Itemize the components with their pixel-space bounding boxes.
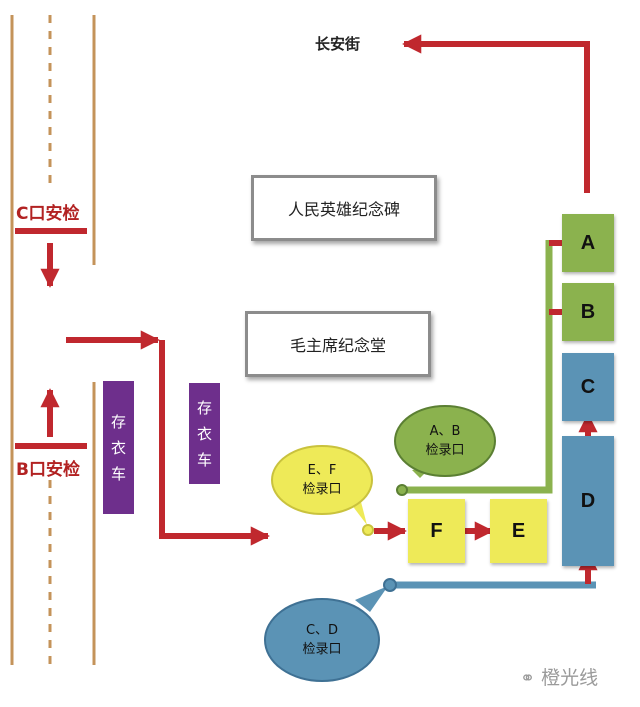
cloakroom-right-char: 车 xyxy=(196,450,212,469)
bubble-ef-line: E、F xyxy=(307,463,337,478)
cloakroom-left-char: 衣 xyxy=(110,438,126,457)
entrance-c: C xyxy=(562,353,614,421)
street-label: 长安街 xyxy=(315,35,361,53)
bubble-ef-text: E、F 检录口 xyxy=(277,461,367,499)
entrance-d: D xyxy=(562,436,614,566)
bubble-ab-text: A、B 检录口 xyxy=(400,422,490,460)
bubble-cd-line: C、D xyxy=(305,623,339,638)
entrance-b: B xyxy=(562,283,614,341)
bubble-ef-line: 检录口 xyxy=(302,482,342,497)
cloakroom-left-char: 车 xyxy=(110,464,126,483)
checkpoint-b-label: B口安检 xyxy=(16,460,80,480)
green-path xyxy=(402,240,553,494)
memorial-hall-label: 毛主席纪念堂 xyxy=(289,336,386,355)
bubble-cd-text: C、D 检录口 xyxy=(277,621,367,659)
entrance-e: E xyxy=(490,499,547,563)
cloakroom-left: 存 衣 车 xyxy=(103,381,134,514)
memorial-hall-box: 毛主席纪念堂 xyxy=(245,311,431,377)
cloakroom-right: 存 衣 车 xyxy=(189,383,220,484)
watermark-text: 橙光线 xyxy=(541,667,599,689)
arrow-exit xyxy=(402,34,590,193)
entrance-f: F xyxy=(408,499,465,563)
bubble-cd xyxy=(264,578,397,682)
bubble-ab-line: A、B xyxy=(429,424,461,439)
monument-box: 人民英雄纪念碑 xyxy=(251,175,437,241)
cloakroom-right-char: 衣 xyxy=(196,424,212,443)
entrance-a: A xyxy=(562,214,614,272)
cloakroom-left-char: 存 xyxy=(110,412,126,431)
bubble-ab xyxy=(394,405,496,496)
bubble-ef xyxy=(271,445,374,536)
watermark: ⚭橙光线 xyxy=(520,663,598,690)
chat-bubbles-icon: ⚭ xyxy=(520,668,536,689)
checkpoint-c-label: C口安检 xyxy=(16,204,80,224)
monument-label: 人民英雄纪念碑 xyxy=(287,200,400,219)
cloakroom-right-char: 存 xyxy=(196,398,212,417)
arrow-down-right xyxy=(159,340,270,546)
bubble-ab-line: 检录口 xyxy=(425,443,465,458)
bubble-cd-line: 检录口 xyxy=(302,642,342,657)
